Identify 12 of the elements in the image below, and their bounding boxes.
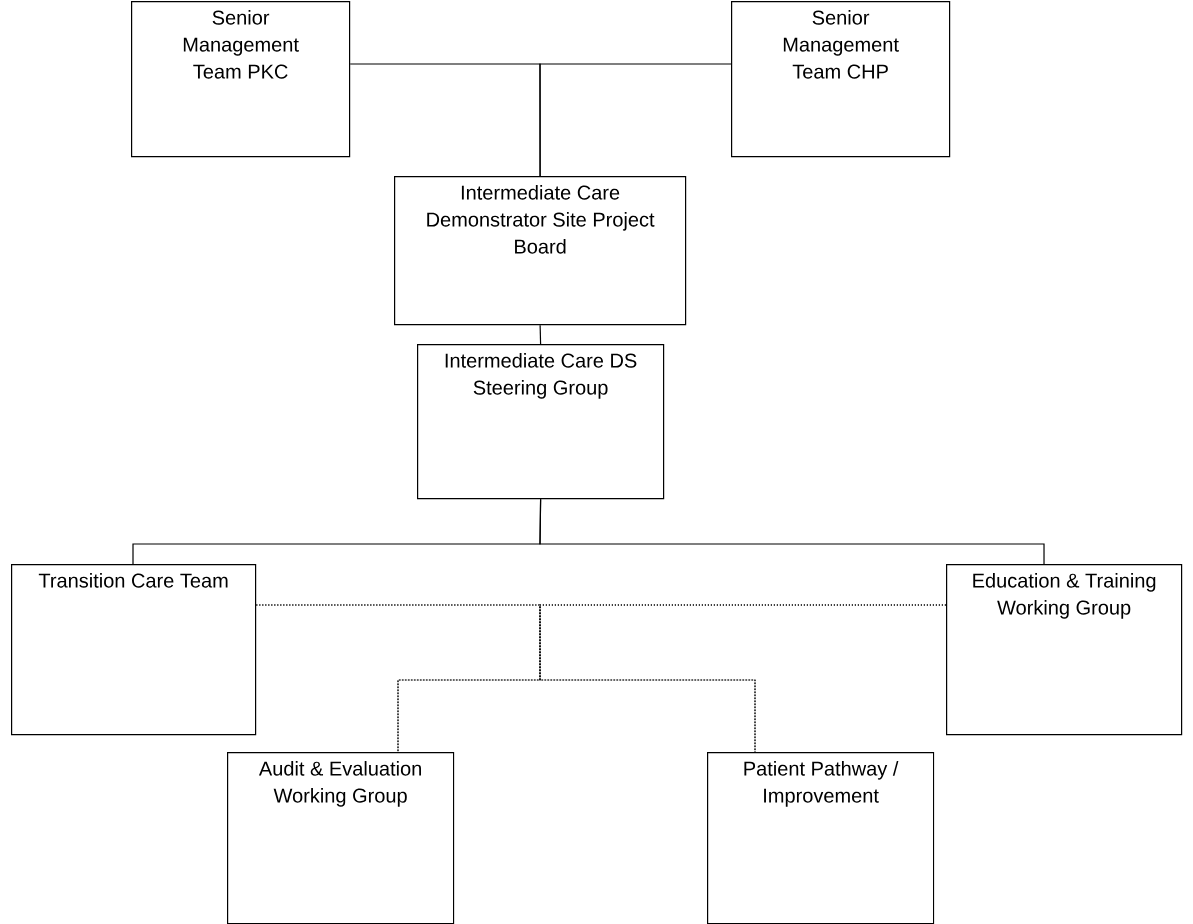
org-box: Audit & Evaluation Working Group (227, 752, 455, 924)
org-box: Patient Pathway / Improvement (707, 752, 935, 924)
connector-line (539, 498, 1045, 565)
connector-line (539, 63, 732, 177)
org-box: Senior Management Team PKC (131, 1, 351, 158)
org-box: Transition Care Team (11, 564, 257, 736)
org-box: Senior Management Team CHP (731, 1, 951, 158)
connector-line (539, 324, 542, 345)
org-box: Intermediate Care Demonstrator Site Project Board (394, 176, 687, 326)
org-box: Education & Training Working Group (946, 564, 1183, 736)
dotted-connector (539, 604, 947, 753)
org-box: Intermediate Care DS Steering Group (417, 344, 665, 500)
